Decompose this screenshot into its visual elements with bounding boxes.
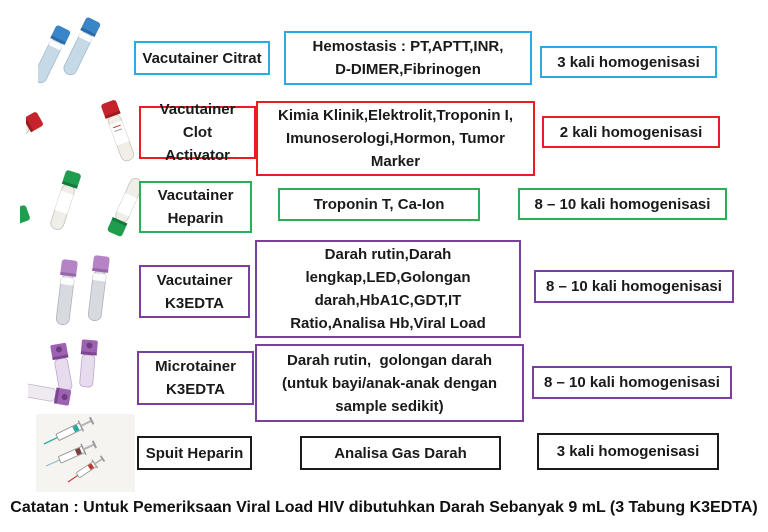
green-heparin-tubes-image (20, 168, 140, 244)
type-box-citrat: Vacutainer Citrat (134, 41, 270, 75)
blue-citrate-tubes-image (38, 12, 135, 94)
homogenization-box-heparin: 8 – 10 kali homogenisasi (518, 188, 727, 220)
tests-box-spuit-heparin: Analisa Gas Darah (300, 436, 501, 470)
homogenization-box-microtainer: 8 – 10 kali homogenisasi (532, 366, 732, 399)
type-box-heparin: Vacutainer Heparin (139, 181, 252, 233)
blue-tubes-icon (38, 17, 101, 84)
type-box-k3edta: Vacutainer K3EDTA (139, 265, 250, 318)
red-tubes-icon (26, 100, 135, 162)
tests-box-k3edta: Darah rutin,Darah lengkap,LED,Golongan d… (255, 240, 521, 338)
homogenization-box-clot-activator: 2 kali homogenisasi (542, 116, 720, 148)
purple-tubes-icon (55, 255, 110, 326)
syringes-icon (36, 414, 135, 492)
tests-box-citrat: Hemostasis : PT,APTT,INR, D-DIMER,Fibrin… (284, 31, 532, 85)
tests-box-clot-activator: Kimia Klinik,Elektrolit,Troponin I, Imun… (256, 101, 535, 176)
type-box-clot-activator: Vacutainer Clot Activator (139, 101, 256, 164)
green-tubes-icon (20, 170, 140, 237)
red-clot-activator-tubes-image (26, 92, 140, 174)
homogenization-box-spuit-heparin: 3 kali homogenisasi (537, 433, 719, 470)
homogenization-box-citrat: 3 kali homogenisasi (540, 46, 717, 78)
tests-box-microtainer: Darah rutin, golongan darah (untuk bayi/… (255, 344, 524, 422)
tests-box-heparin: Troponin T, Ca-Ion (278, 188, 480, 221)
type-box-spuit-heparin: Spuit Heparin (137, 436, 252, 470)
microtainer-tubes-icon (28, 339, 98, 406)
type-box-microtainer: Microtainer K3EDTA (137, 351, 254, 405)
homogenization-box-k3edta: 8 – 10 kali homogenisasi (534, 270, 734, 303)
purple-microtainer-tubes-image (28, 332, 140, 420)
purple-k3edta-tubes-image (40, 246, 135, 334)
heparin-syringes-image (36, 414, 135, 492)
footnote: Catatan : Untuk Pemeriksaan Viral Load H… (10, 499, 758, 516)
